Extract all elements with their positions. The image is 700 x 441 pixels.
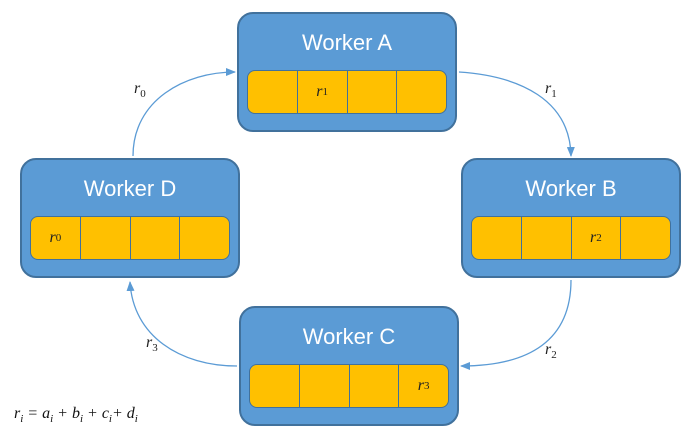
cell-value-subscript: 3 — [423, 380, 430, 392]
cell-value-subscript: 1 — [322, 86, 328, 98]
buffer-cell — [81, 217, 131, 259]
buffer-cell — [131, 217, 181, 259]
buffer-cell — [248, 71, 298, 113]
buffer-cell — [350, 365, 400, 407]
arrow-a-to-b — [458, 71, 575, 157]
cell-value: r — [417, 377, 424, 394]
worker-c-title: Worker C — [302, 324, 396, 349]
cell-value: r — [316, 83, 323, 100]
worker-a-title: Worker A — [301, 30, 393, 55]
worker-b-title: Worker B — [525, 176, 617, 201]
edge-label-r0: r0 — [134, 80, 146, 101]
buffer-cell — [522, 217, 572, 259]
edge-label-r2: r2 — [545, 341, 557, 362]
cell-value: r — [590, 229, 597, 246]
reduction-formula: ri = ai + bi + ci+ di — [14, 405, 138, 426]
buffer-cell — [250, 365, 300, 407]
buffer-cell — [621, 217, 670, 259]
buffer-cell — [397, 71, 446, 113]
arrow-d-to-a — [132, 68, 236, 157]
cell-value-subscript: 2 — [596, 232, 602, 244]
buffer-cell — [300, 365, 350, 407]
buffer-cell — [180, 217, 229, 259]
buffer-cell — [472, 217, 522, 259]
cell-value-subscript: 0 — [55, 232, 62, 244]
edge-label-r3: r3 — [146, 334, 158, 355]
worker-d-title: Worker D — [83, 176, 177, 201]
arrow-b-to-c — [460, 279, 572, 370]
edge-label-r1: r1 — [545, 80, 557, 101]
buffer-cell — [348, 71, 398, 113]
cell-value: r — [49, 229, 56, 246]
arrow-c-to-d — [126, 281, 238, 367]
